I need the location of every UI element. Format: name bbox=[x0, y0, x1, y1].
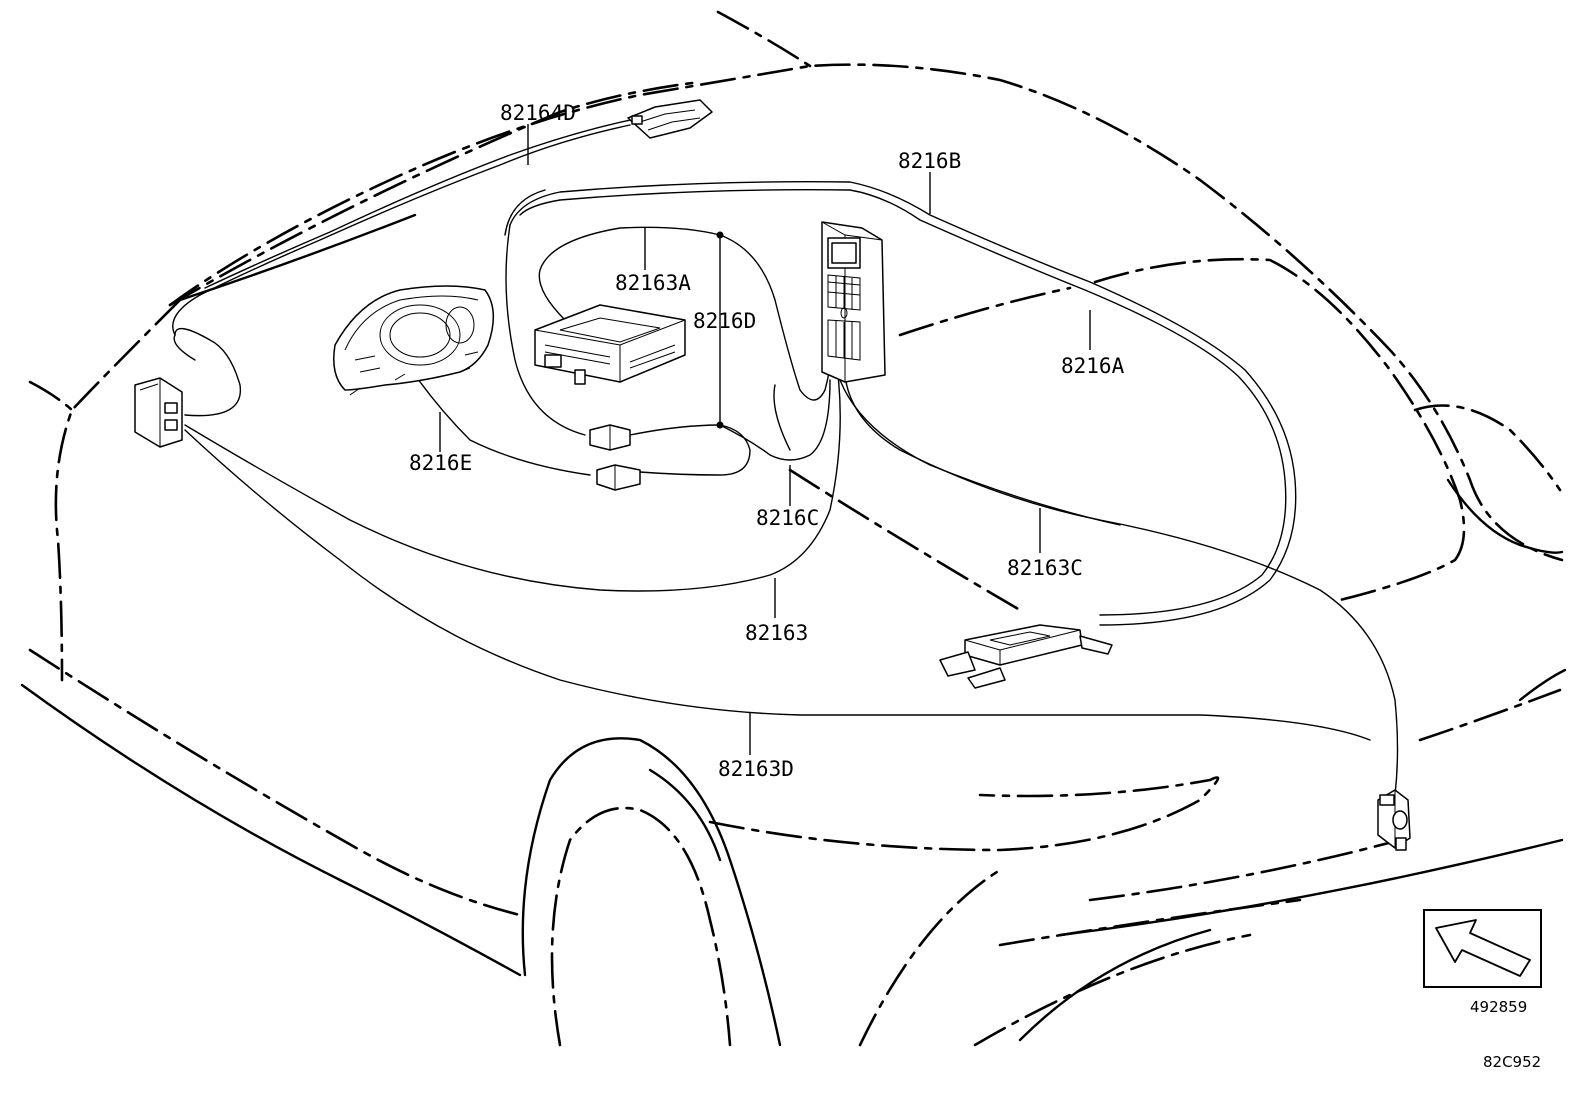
leader-lines bbox=[439, 124, 1091, 755]
label-8216E: 8216E bbox=[409, 451, 472, 475]
direction-arrow-icon bbox=[1423, 909, 1542, 988]
label-8216B: 8216B bbox=[898, 149, 961, 173]
right-control-unit bbox=[939, 624, 1113, 689]
left-control-unit bbox=[134, 377, 183, 448]
overhead-module bbox=[627, 99, 713, 139]
front-sensor bbox=[1377, 789, 1411, 851]
head-unit bbox=[534, 304, 686, 385]
figure-code: 82C952 bbox=[1483, 1053, 1541, 1071]
wire-harnesses bbox=[172, 117, 1399, 796]
instrument-cluster bbox=[333, 285, 494, 396]
label-82163: 82163 bbox=[745, 621, 808, 645]
image-number: 492859 bbox=[1470, 998, 1527, 1016]
car-body-outline bbox=[20, 10, 1567, 1047]
front-wheel bbox=[521, 737, 782, 1047]
label-8216D: 8216D bbox=[693, 309, 756, 333]
label-8216C: 8216C bbox=[756, 506, 819, 530]
center-stack-panel bbox=[821, 221, 886, 383]
label-82163A: 82163A bbox=[615, 271, 691, 295]
label-82164D: 82164D bbox=[500, 101, 576, 125]
part-labels: 82164D 8216B 82163A 8216D 8216A 8216E 82… bbox=[409, 101, 1125, 781]
label-8216A: 8216A bbox=[1061, 354, 1125, 378]
harness-connectors bbox=[589, 424, 641, 491]
label-82163C: 82163C bbox=[1007, 556, 1083, 580]
label-82163D: 82163D bbox=[718, 757, 794, 781]
